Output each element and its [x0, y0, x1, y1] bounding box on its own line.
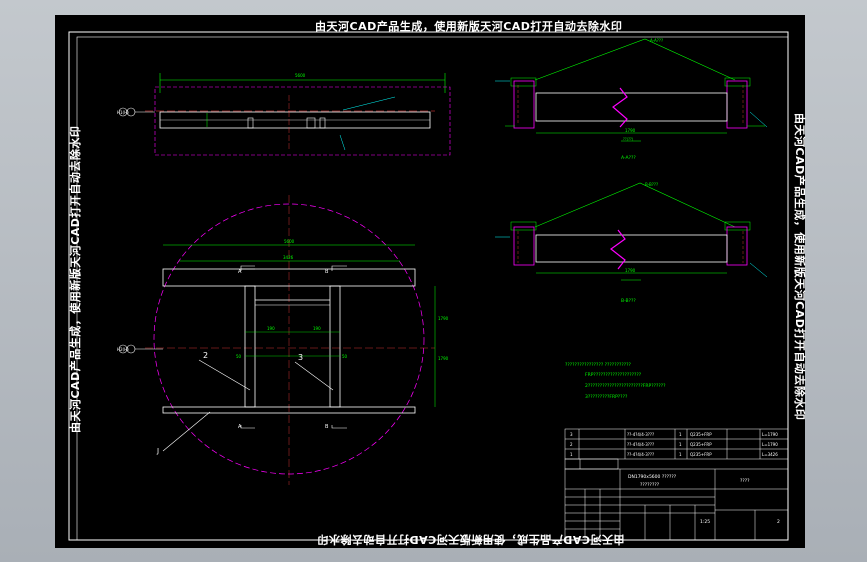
title-company: ???? [740, 478, 750, 484]
svg-text:A: A [238, 424, 242, 430]
watermark-top: 由天河CAD产品生成，使用新版天河CAD打开自动去除水印 [315, 20, 623, 33]
svg-text:50: 50 [236, 354, 242, 359]
svg-text:190: 190 [313, 326, 321, 331]
watermark-left: 由天河CAD产品生成，使用新版天河CAD打开自动去除水印 [69, 125, 82, 433]
svg-text:1790: 1790 [625, 128, 636, 133]
title-scale: 1:25 [700, 519, 710, 525]
svg-text:L=1790: L=1790 [762, 442, 778, 447]
title-sheet: 2 [777, 519, 780, 525]
svg-text:3426: 3426 [283, 255, 294, 260]
svg-text:1790: 1790 [438, 316, 449, 321]
svg-text:Q235+FRP: Q235+FRP [690, 442, 712, 447]
title-desc: ???????? [640, 482, 660, 488]
plan-label-2: 2 [203, 351, 208, 360]
section-b: B-B??? 1790 B-B??? [495, 182, 768, 304]
svg-text:1: 1 [570, 452, 573, 457]
svg-text:5600: 5600 [295, 73, 306, 78]
svg-text:L=3426: L=3426 [762, 452, 778, 457]
svg-text:Q235+FRP: Q235+FRP [690, 452, 712, 457]
plan-view: 5600 3426 190 190 50 50 1790 1790 A B A … [117, 195, 449, 485]
bom-rows: 3 ??-4?4/4-3??? 1 Q235+FRP L=1790 2 ??-4… [570, 432, 778, 457]
svg-text:L=1790: L=1790 [762, 432, 778, 437]
marker-h1: H1(H) [117, 110, 129, 115]
elevation-view: 5600 H1(H) [117, 73, 451, 156]
svg-text:Q235+FRP: Q235+FRP [690, 432, 712, 437]
title-block-text: DN1790x5600 ?????? ???????? ???? 1:25 2 [628, 474, 780, 525]
note-line-2: FRP???????????????????? [585, 372, 642, 378]
marker-h2: H2(H) [117, 347, 129, 352]
bom-table [564, 428, 789, 469]
svg-text:1790: 1790 [625, 268, 636, 273]
plan-label-sec-a: A [238, 269, 242, 275]
svg-text:??-4?4/4-3???: ??-4?4/4-3??? [627, 452, 654, 457]
svg-text:??(??): ??(??) [623, 137, 634, 141]
inner-frame [76, 36, 789, 541]
revision-box [564, 458, 619, 470]
svg-text:50: 50 [342, 354, 348, 359]
plan-label-j: J [156, 447, 159, 455]
section-b-label: B-B??? [621, 298, 636, 304]
cad-drawing: 5600 H1(H) 5600 3426 190 190 50 [68, 31, 789, 541]
svg-text:1: 1 [679, 442, 682, 447]
section-a-leader: A-A??? [650, 38, 663, 43]
title-drawing-no: DN1790x5600 ?????? [628, 474, 677, 480]
svg-text:5600: 5600 [284, 239, 295, 244]
watermark-bottom: 由天河CAD产品生成，使用新版天河CAD打开自动去除水印 [317, 533, 625, 546]
title-block [564, 468, 789, 541]
svg-text:1790: 1790 [438, 356, 449, 361]
note-line-1: ???????????????? ??????????? [565, 362, 632, 368]
section-a: A-A??? 1790 ??(??) A-A??? [495, 38, 768, 161]
drawing-sheet[interactable]: 5600 H1(H) 5600 3426 190 190 50 [55, 15, 806, 548]
plan-label-sec-b: B [325, 269, 329, 275]
svg-text:3: 3 [570, 432, 573, 437]
svg-text:B: B [325, 424, 329, 430]
svg-text:??-4?4/4-3???: ??-4?4/4-3??? [627, 432, 654, 437]
svg-text:2: 2 [570, 442, 573, 447]
note-line-3: 2???????????????????????FRP?????? [585, 383, 666, 389]
section-a-label: A-A??? [621, 155, 636, 161]
section-b-leader: B-B??? [645, 182, 658, 187]
watermark-right: 由天河CAD产品生成，使用新版天河CAD打开自动去除水印 [793, 113, 806, 421]
technical-notes: ???????????????? ??????????? FRP????????… [565, 362, 666, 400]
plan-label-3: 3 [298, 353, 303, 362]
svg-text:1: 1 [679, 432, 682, 437]
note-line-4: 3?????????FRP???? [585, 394, 628, 400]
svg-text:1: 1 [679, 452, 682, 457]
svg-text:??-4?4/4-3???: ??-4?4/4-3??? [627, 442, 654, 447]
svg-text:190: 190 [267, 326, 275, 331]
